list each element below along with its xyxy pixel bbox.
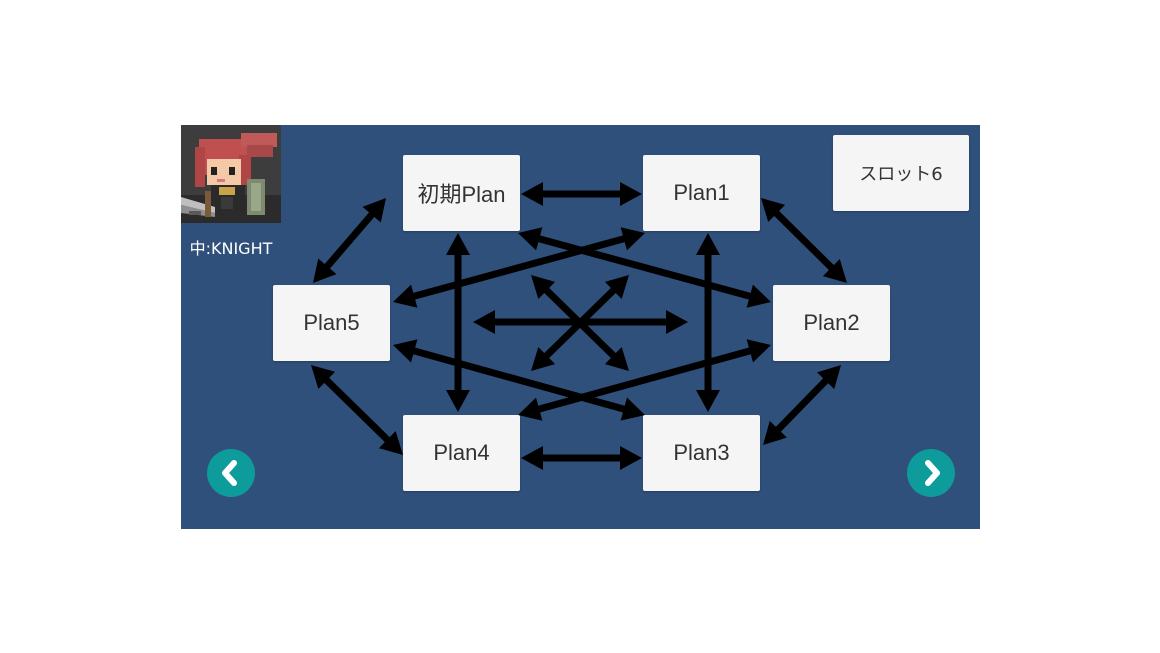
- plan5-button[interactable]: Plan5: [273, 285, 390, 361]
- plan-selector-panel: 中:KNIGHT 初期Plan Plan1 Plan2 Plan3 Plan4 …: [181, 125, 980, 529]
- plan-initial-button[interactable]: 初期Plan: [403, 155, 520, 231]
- pixel-knight-girl-icon: [181, 125, 281, 223]
- arrow-center-diag-b: [531, 275, 629, 371]
- plan-transition-arrows: [311, 182, 847, 470]
- character-avatar: [181, 125, 281, 223]
- next-page-button[interactable]: [907, 449, 955, 497]
- prev-page-button[interactable]: [207, 449, 255, 497]
- arrow-initial-to-plan5: [313, 198, 386, 283]
- chevron-left-icon: [222, 460, 237, 486]
- slot-button[interactable]: スロット6: [833, 135, 969, 211]
- plan2-button[interactable]: Plan2: [773, 285, 890, 361]
- arrow-plan5-to-plan3: [393, 339, 645, 421]
- character-name-label: 中:KNIGHT: [189, 239, 273, 258]
- arrow-plan1-to-plan5: [393, 227, 645, 308]
- arrow-initial-to-plan1: [521, 182, 642, 206]
- arrow-plan1-to-plan2: [761, 198, 847, 283]
- arrow-plan5-to-plan4: [311, 365, 403, 455]
- arrow-initial-to-plan4: [446, 233, 470, 412]
- arrow-plan2-to-plan3: [763, 365, 841, 445]
- arrow-center-diag-a: [531, 275, 629, 371]
- arrow-initial-to-plan2: [518, 227, 771, 308]
- plan1-button[interactable]: Plan1: [643, 155, 760, 231]
- chevron-right-icon: [925, 460, 940, 486]
- plan4-button[interactable]: Plan4: [403, 415, 520, 491]
- arrow-plan2-to-initial: [518, 339, 771, 421]
- arrow-plan4-to-plan3: [521, 446, 642, 470]
- arrow-plan1-to-plan3: [696, 233, 720, 412]
- plan3-button[interactable]: Plan3: [643, 415, 760, 491]
